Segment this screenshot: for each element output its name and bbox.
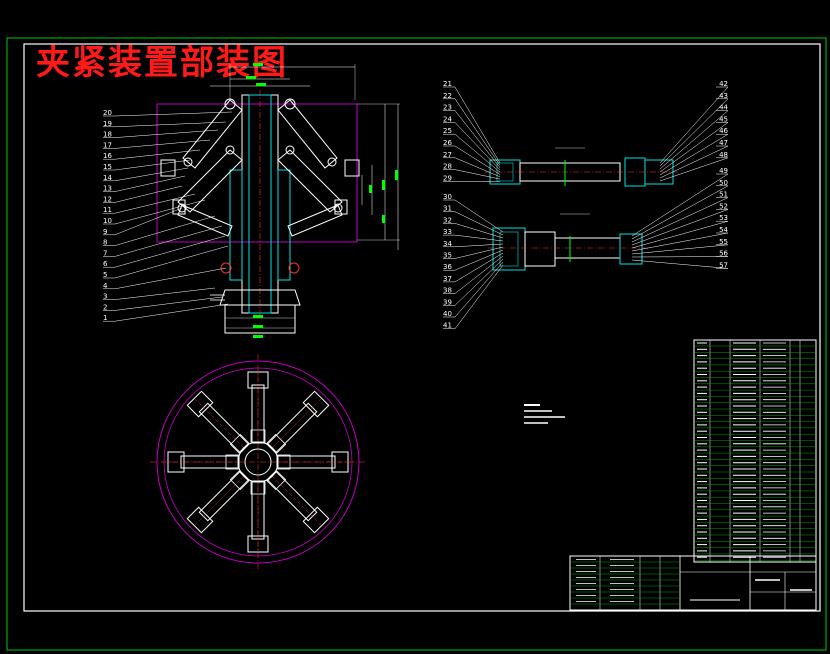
callout-label: 52 xyxy=(719,202,728,210)
callout-label: 16 xyxy=(103,152,112,160)
callout-label: 7 xyxy=(103,249,107,257)
callout-label: 51 xyxy=(719,191,728,199)
callout-label: 36 xyxy=(443,263,452,271)
callout-label: 11 xyxy=(103,206,112,214)
drawing-title: 夹紧装置部装图 xyxy=(36,43,288,83)
callout-label: 6 xyxy=(103,260,108,268)
radial-arms xyxy=(167,371,349,553)
callout-label: 1 xyxy=(103,314,107,322)
front-view xyxy=(156,63,400,338)
top-view xyxy=(150,354,366,570)
callout-label: 9 xyxy=(103,228,107,236)
callout-label: 17 xyxy=(103,141,112,149)
callout-label: 18 xyxy=(103,131,112,139)
callout-label: 34 xyxy=(443,240,452,248)
technical-notes xyxy=(524,404,565,424)
callout-label: 3 xyxy=(103,293,107,301)
callout-label: 27 xyxy=(443,151,452,159)
callout-label: 37 xyxy=(443,275,452,283)
callout-label: 2 xyxy=(103,303,107,311)
inner-border xyxy=(23,43,821,612)
section-view-upper xyxy=(485,147,680,187)
callout-label: 30 xyxy=(443,193,452,201)
callout-label: 10 xyxy=(103,217,112,225)
callout-label: 22 xyxy=(443,92,452,100)
section-view-lower xyxy=(488,213,648,271)
callout-label: 29 xyxy=(443,174,452,182)
callout-label: 39 xyxy=(443,298,452,306)
callout-label: 8 xyxy=(103,239,107,247)
parts-list xyxy=(693,339,817,563)
radial-arm xyxy=(276,451,349,473)
callout-label: 40 xyxy=(443,310,452,318)
radial-arm xyxy=(247,480,269,553)
radial-arm xyxy=(167,451,240,473)
callout-label: 44 xyxy=(719,104,728,112)
radial-arm xyxy=(186,390,250,454)
callout-label: 48 xyxy=(719,151,728,159)
radial-arm xyxy=(247,371,269,444)
callout-label: 47 xyxy=(719,139,728,147)
callout-label: 50 xyxy=(719,179,728,187)
callout-label: 4 xyxy=(103,282,108,290)
callout-label: 32 xyxy=(443,216,452,224)
title-block xyxy=(569,555,817,611)
radial-arm xyxy=(266,390,330,454)
callout-label: 45 xyxy=(719,115,728,123)
callout-label: 38 xyxy=(443,287,452,295)
callout-label: 54 xyxy=(719,226,728,234)
callout-label: 21 xyxy=(443,80,452,88)
callout-label: 24 xyxy=(443,115,452,123)
callout-label: 35 xyxy=(443,252,452,260)
callout-label: 43 xyxy=(719,92,728,100)
callout-label: 56 xyxy=(719,250,728,258)
radial-arm xyxy=(186,470,250,534)
callout-label: 49 xyxy=(719,167,728,175)
right-callout-group: 21 22 23 24 25 26 27 28 29 42 43 44 45 46 47 48 30 31 32 33… xyxy=(443,80,729,330)
callout-label: 13 xyxy=(103,185,112,193)
callout-label: 23 xyxy=(443,104,452,112)
callout-label: 33 xyxy=(443,228,452,236)
callout-label: 57 xyxy=(719,261,728,269)
callout-label: 20 xyxy=(103,109,112,117)
callout-label: 28 xyxy=(443,163,452,171)
callout-label: 55 xyxy=(719,238,728,246)
callout-label: 42 xyxy=(719,80,728,88)
callout-label: 19 xyxy=(103,120,112,128)
callout-label: 5 xyxy=(103,271,107,279)
outer-border xyxy=(6,37,827,651)
callout-label: 46 xyxy=(719,127,728,135)
callout-label: 26 xyxy=(443,139,452,147)
callout-label: 53 xyxy=(719,214,728,222)
callout-label: 41 xyxy=(443,322,452,330)
left-callout-group: 20 19 18 17 16 15 14 13 12 11 10 9 8 7 6 5 4 3 2 1 xyxy=(103,109,233,322)
callout-label: 15 xyxy=(103,163,112,171)
callout-label: 14 xyxy=(103,174,112,182)
radial-arm xyxy=(266,470,330,534)
callout-label: 31 xyxy=(443,205,452,213)
callout-label: 12 xyxy=(103,195,112,203)
callout-label: 25 xyxy=(443,127,452,135)
